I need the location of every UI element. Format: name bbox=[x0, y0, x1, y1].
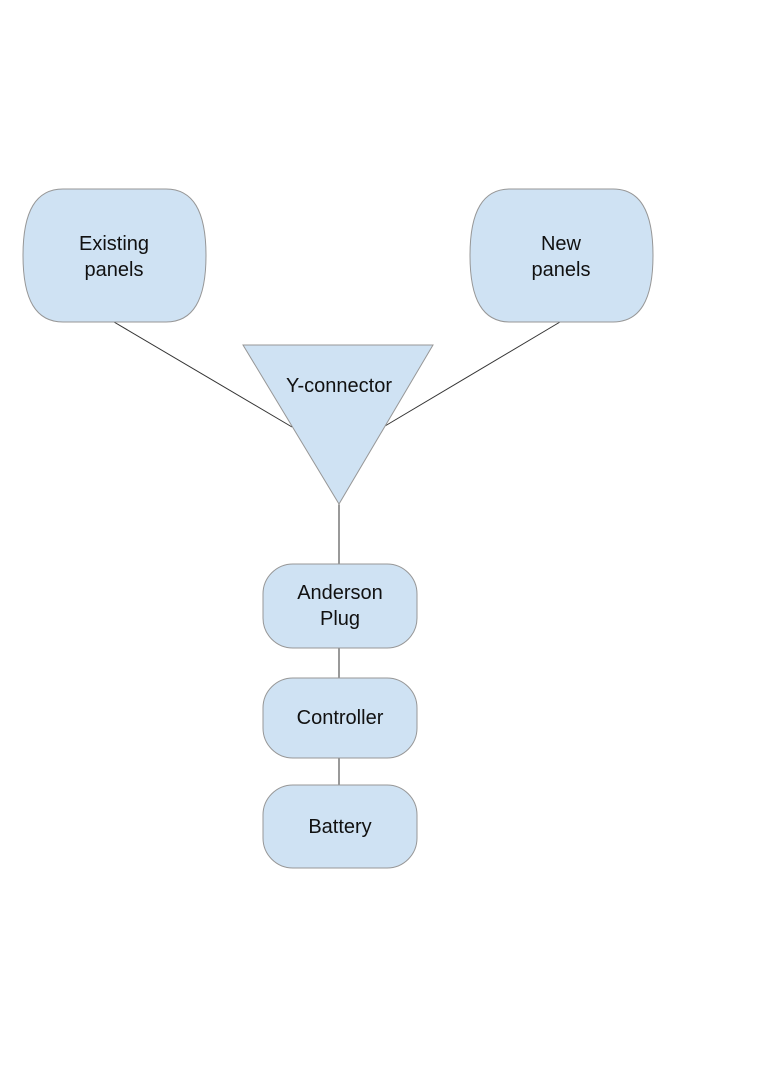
edge-new-panels-to-y-connector bbox=[384, 321, 561, 427]
node-controller-label: Controller bbox=[297, 705, 384, 731]
label-line: Plug bbox=[319, 608, 361, 630]
label-line: panels bbox=[531, 259, 591, 281]
node-controller-shape bbox=[262, 677, 418, 759]
node-anderson-plug-shape bbox=[262, 563, 418, 649]
node-new-panels-label: New panels bbox=[532, 231, 591, 283]
node-y-connector-label: Y-connector bbox=[286, 373, 392, 399]
node-new-panels-shape bbox=[469, 188, 654, 323]
node-existing-panels-shape bbox=[22, 188, 207, 323]
node-existing-panels-label: Existing panels bbox=[79, 231, 149, 283]
label-line: panels bbox=[84, 259, 144, 281]
label-line: Existing bbox=[78, 233, 150, 255]
label-line: Battery bbox=[308, 816, 372, 838]
label-line: New bbox=[540, 233, 581, 255]
edge-existing-panels-to-y-connector bbox=[113, 321, 293, 428]
node-battery-shape bbox=[262, 784, 418, 869]
label-line: Controller bbox=[296, 707, 384, 729]
label-line: Y-connector bbox=[286, 375, 392, 397]
node-y-connector-shape bbox=[242, 344, 434, 505]
label-line: Anderson bbox=[297, 582, 383, 604]
node-anderson-plug-label: Anderson Plug bbox=[297, 580, 383, 632]
node-battery-label: Battery bbox=[308, 814, 371, 840]
